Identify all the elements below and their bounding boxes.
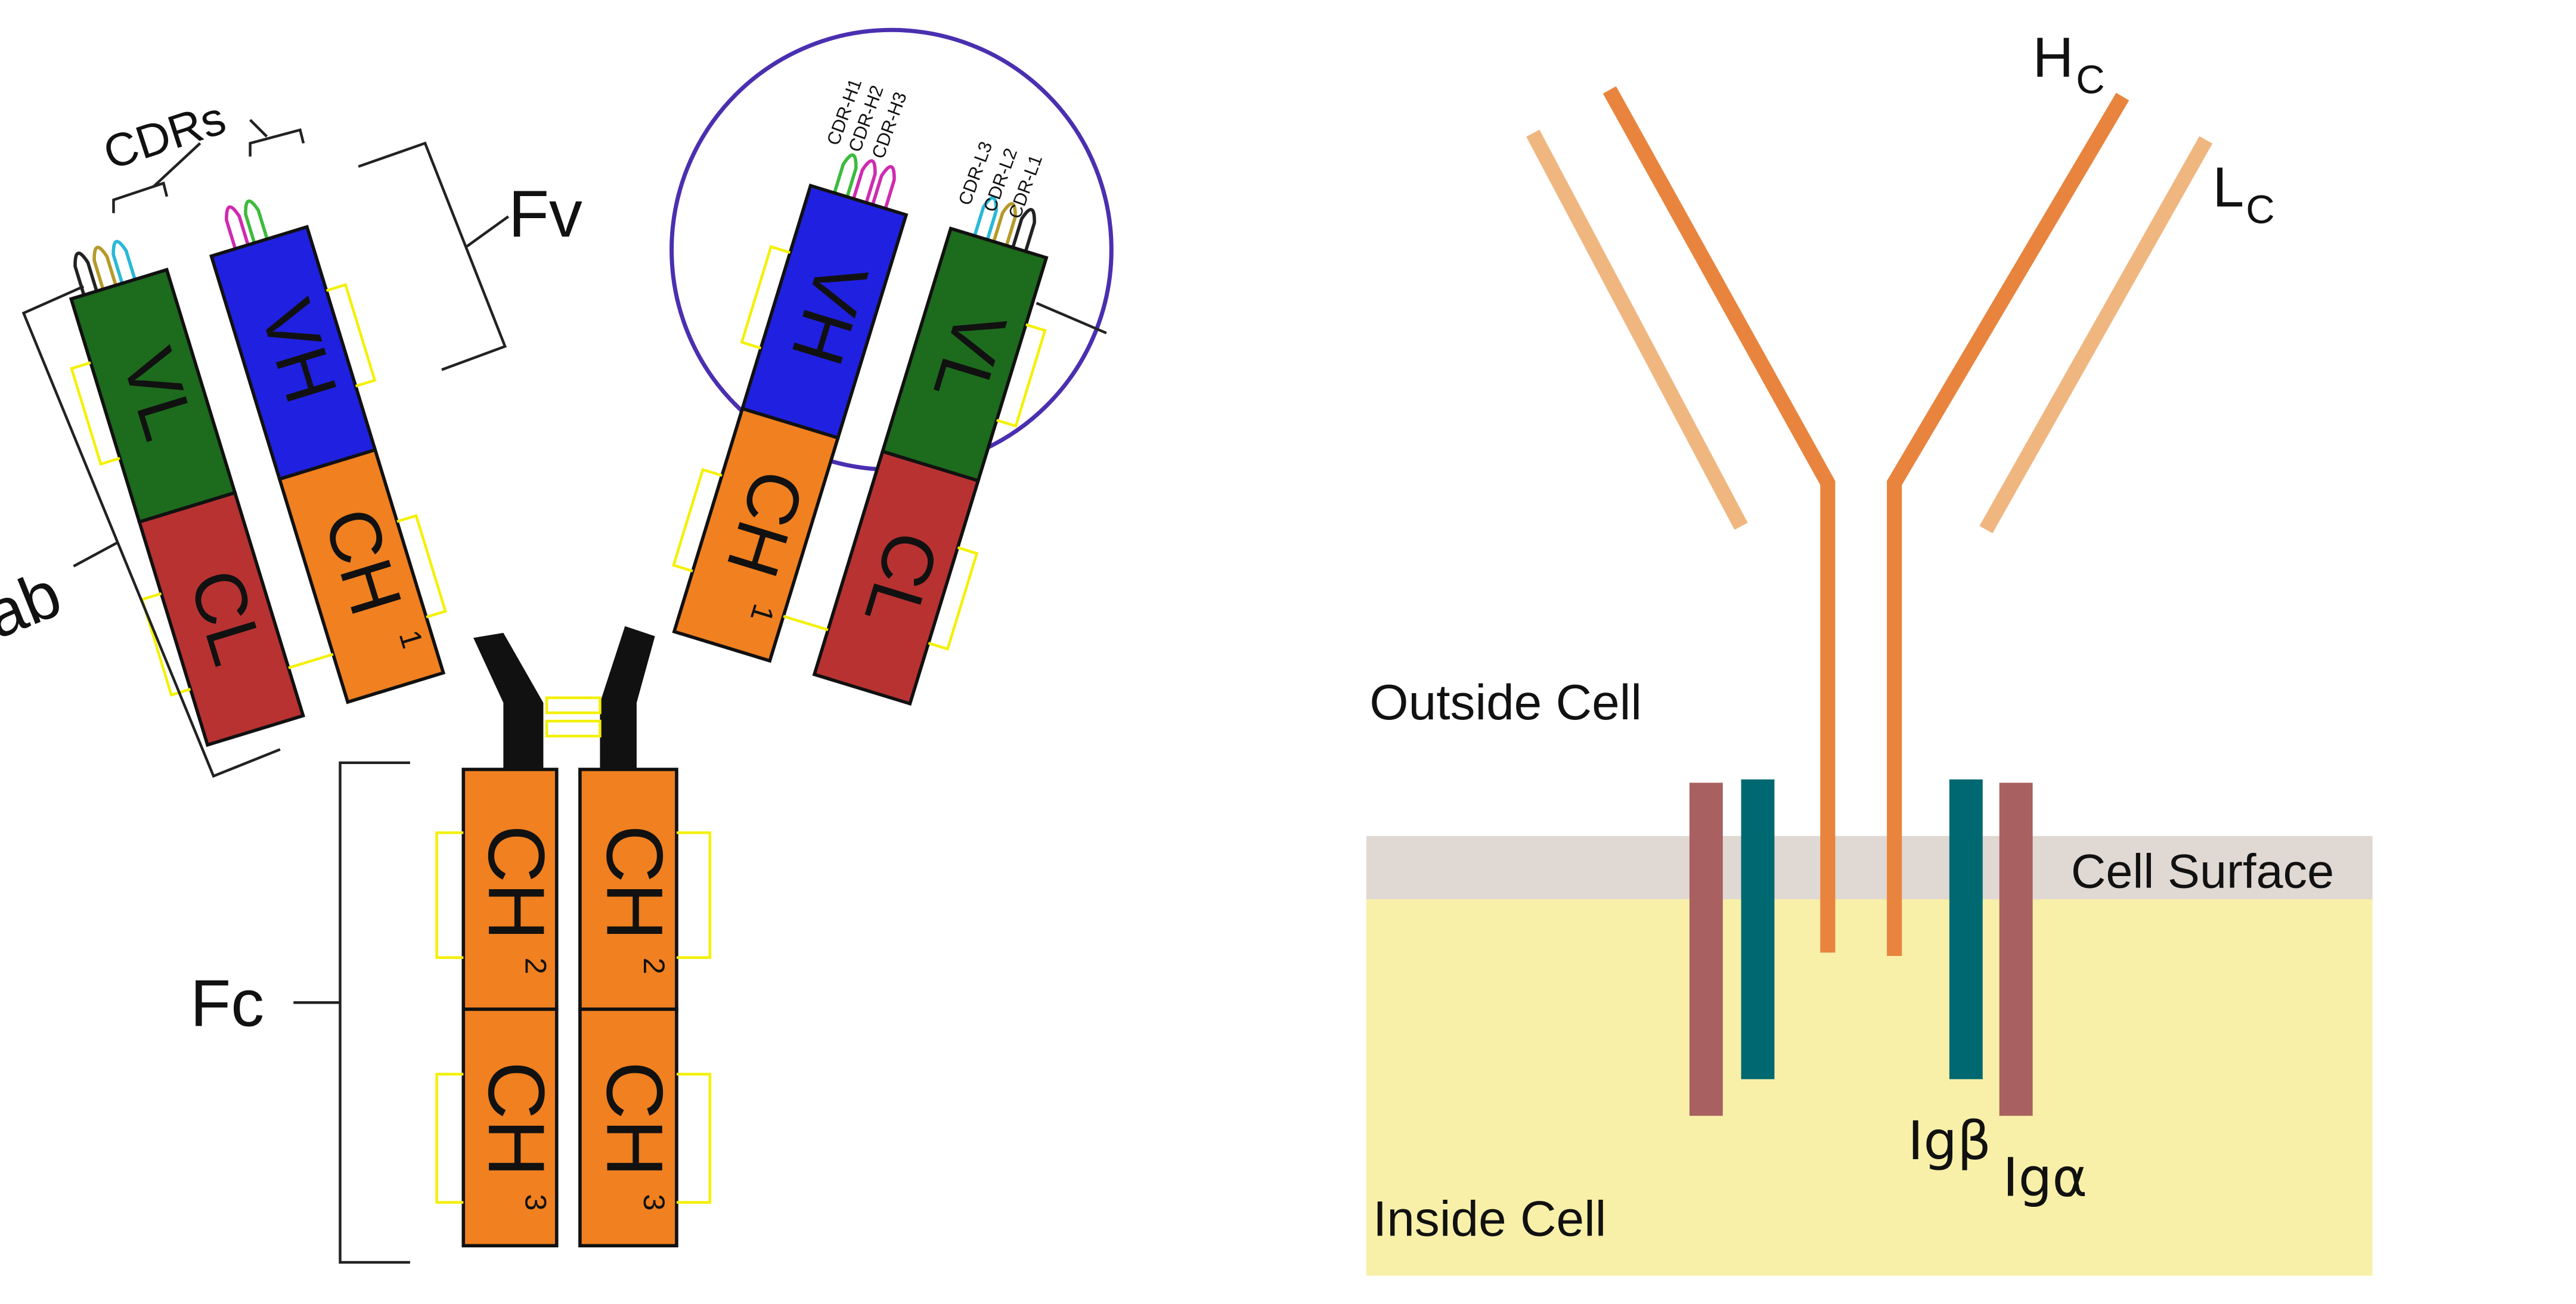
label-lc: L: [2212, 156, 2244, 219]
ig-alpha-left: [1689, 783, 1723, 1116]
antibody-domain-diagram: VL CL VH CH 1: [0, 27, 1114, 1264]
domain-cl-right: [812, 449, 981, 706]
cdr-loop: [1011, 207, 1036, 252]
b-cell-receptor-diagram: H C L C Outside Cell Cell Surface Inside…: [1366, 26, 2373, 1276]
fab-bracket: [21, 285, 281, 778]
domain-label-ch2: CH: [590, 825, 678, 940]
domain-ch1-left: [277, 448, 446, 704]
label-fab: ab: [0, 556, 71, 653]
inside-cell-region: [1366, 896, 2373, 1276]
cdr-loop: [73, 252, 98, 296]
label-hc-sub: C: [2076, 57, 2104, 102]
label-cdrs: CDRs: [97, 91, 232, 179]
heavy-chain-right: [1887, 92, 2129, 956]
domain-ch3-left: [461, 1007, 559, 1247]
domain-label-ch3-sub: 3: [519, 1194, 553, 1211]
domain-label-ch2-sub: 2: [519, 958, 553, 974]
disulfide-bridges: [435, 831, 712, 1204]
light-chain-right: [1979, 136, 2213, 533]
hinge-disulfide: [545, 696, 602, 738]
label-fv: Fv: [509, 176, 582, 251]
domain-ch3-right: [578, 1007, 678, 1247]
cdr-loop: [992, 202, 1017, 246]
cdr-loop: [111, 240, 137, 284]
fc-region: CH 2 CH 3 CH 2 CH 3: [435, 768, 712, 1247]
cdr-loop: [852, 159, 877, 203]
hinge-left: [473, 632, 544, 770]
label-cell-surface: Cell Surface: [2071, 845, 2334, 898]
disulfide-bridges: [672, 245, 1047, 651]
light-chain-left: [1526, 129, 1748, 530]
cdr-loop: [871, 165, 896, 209]
domain-ch2-right: [578, 768, 678, 1011]
label-hc: H: [2033, 26, 2074, 89]
fab-arm-right: VH CH 1 VL CL: [672, 153, 1049, 706]
cdr-loop: [973, 196, 998, 241]
label-outside-cell: Outside Cell: [1369, 674, 1642, 730]
domain-cl-left: [137, 490, 305, 747]
domain-ch2-left: [461, 768, 559, 1011]
domain-ch1-right: [672, 406, 841, 663]
label-inside-cell: Inside Cell: [1373, 1190, 1606, 1246]
domain-label-ch3: CH: [472, 1061, 560, 1177]
cdr-loop: [244, 199, 269, 244]
fc-bracket: [339, 761, 410, 1264]
hinge-right: [600, 626, 655, 770]
domain-label-ch2-sub: 2: [637, 958, 671, 974]
region-brackets: [21, 119, 1107, 1264]
label-ig-beta: Igβ: [1908, 1110, 1991, 1172]
fv-bracket: [358, 141, 507, 371]
ig-beta-right: [1949, 779, 1983, 1079]
ig-alpha-right: [1999, 783, 2033, 1116]
ig-beta-left: [1741, 779, 1775, 1079]
cdr-bracket: [112, 181, 169, 213]
domain-label-ch3: CH: [590, 1061, 678, 1177]
heavy-chain-left: [1602, 86, 1836, 953]
label-fc: Fc: [190, 965, 264, 1040]
disulfide-bridges: [70, 282, 447, 697]
label-ig-alpha: Igα: [2002, 1147, 2087, 1209]
cell-surface-band: [1366, 836, 2373, 899]
cdr-loop: [92, 246, 117, 290]
fab-arm-left: VL CL VH CH 1: [69, 199, 447, 747]
domain-label-ch2: CH: [472, 825, 560, 940]
cdr-loop: [225, 205, 250, 250]
domain-label-ch3-sub: 3: [637, 1194, 671, 1211]
cdr-loop: [833, 153, 858, 198]
label-lc-sub: C: [2246, 187, 2274, 232]
